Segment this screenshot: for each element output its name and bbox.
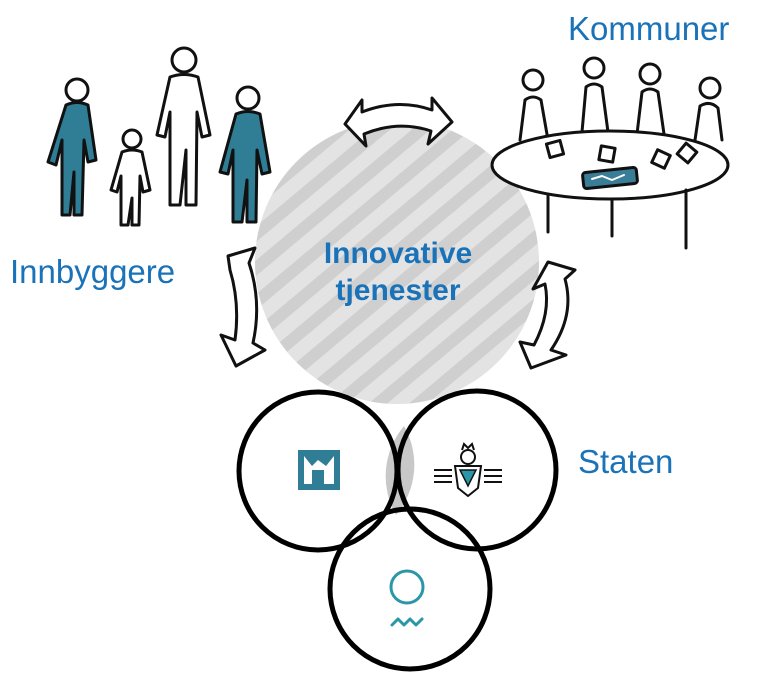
left-double-arrow-icon: [219, 246, 267, 368]
center-label: Innovative tjenester: [298, 236, 498, 309]
center-label-line2: tjenester: [335, 273, 461, 307]
center-label-line1: Innovative: [323, 237, 473, 270]
municipalities-label: Kommuner: [568, 10, 730, 47]
people-group-icon: [46, 46, 272, 227]
hub-circle: [255, 120, 539, 404]
citizens-label: Innbyggere: [10, 253, 176, 290]
coat-of-arms-icon: [434, 442, 502, 498]
circle-wave-logo-icon: [389, 569, 425, 627]
building-logo-icon: [298, 450, 340, 490]
state-label: Staten: [578, 443, 674, 480]
top-double-arrow-icon: [343, 96, 454, 148]
meeting-table-icon: [490, 56, 730, 250]
state-venn: [236, 388, 559, 672]
venn-circle-bottom: [327, 506, 493, 672]
right-double-arrow-icon: [518, 260, 577, 370]
